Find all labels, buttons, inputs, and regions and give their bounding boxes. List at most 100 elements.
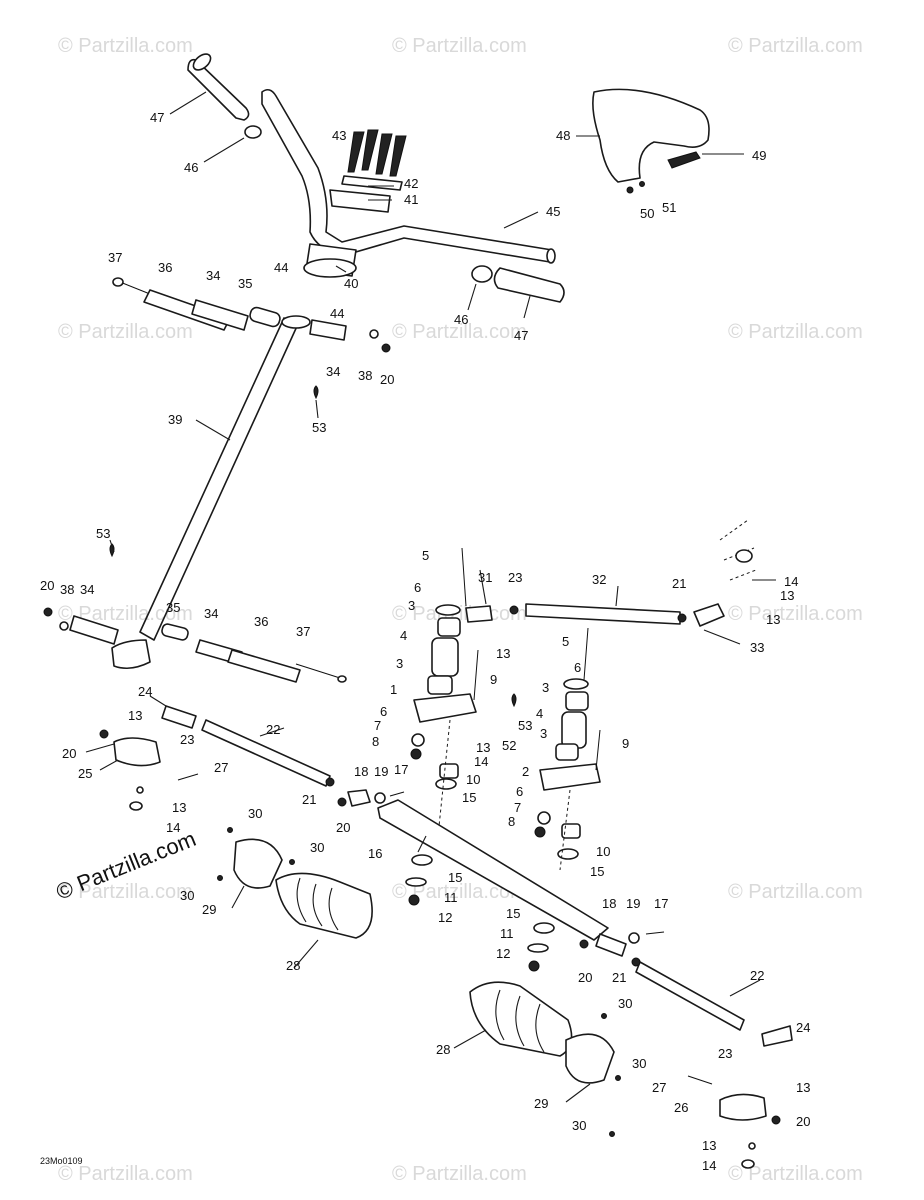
callout: 11 [444, 890, 458, 905]
watermark: © Partzilla.com [58, 1163, 193, 1185]
callout: 52 [502, 738, 516, 753]
callout: 25 [78, 766, 92, 781]
callout: 53 [312, 420, 326, 435]
bushing-3c-part [565, 691, 589, 711]
screw-50-part [626, 186, 634, 194]
callout: 46 [184, 160, 198, 175]
watermark: © Partzilla.com [392, 1163, 527, 1185]
watermark: © Partzilla.com [728, 321, 863, 343]
callout: 46 [454, 312, 468, 327]
watermark: © Partzilla.com [392, 35, 527, 57]
washer-11-part [405, 877, 427, 887]
handlebar-end-part [546, 248, 556, 264]
handguard-insert-part [667, 151, 701, 169]
link-36-lower-part [227, 649, 301, 683]
watermark: © Partzilla.com [728, 1163, 863, 1185]
washer-15c-part [411, 854, 433, 866]
bolt-head-part [112, 277, 124, 287]
callout: 14 [474, 754, 488, 769]
callout: 3 [542, 680, 549, 695]
plate-29-left-part [233, 838, 283, 889]
callout: 1 [390, 682, 397, 697]
steering-linkage-assembly [99, 519, 793, 1169]
callout: 40 [344, 276, 358, 291]
screw-30-part [217, 875, 223, 881]
callout: 8 [508, 814, 515, 829]
screw-30-part [289, 859, 295, 865]
washer-38-part [369, 329, 379, 339]
watermark: © Partzilla.com [728, 35, 863, 57]
watermark: © Partzilla.com [58, 881, 193, 903]
ball-joint-18-part [347, 789, 371, 807]
bolt-9-part [473, 649, 479, 701]
callout: 44 [274, 260, 288, 275]
nut-21b-part [631, 957, 641, 967]
bolt-27-part [177, 773, 199, 781]
nut-20b-part [579, 939, 589, 949]
callout: 15 [590, 864, 604, 879]
bolt-head-part [337, 675, 347, 683]
callout: 20 [62, 746, 76, 761]
callout: 50 [640, 206, 654, 221]
callout: 20 [40, 578, 54, 593]
callout: 6 [380, 704, 387, 719]
callout: 24 [796, 1020, 810, 1035]
tie-rod-32-part [525, 603, 681, 625]
grip-ring-part [471, 265, 493, 283]
callout: 37 [296, 624, 310, 639]
steering-column-assembly [43, 277, 391, 683]
callout: 35 [238, 276, 252, 291]
washer-38-part [59, 621, 69, 631]
callout: 47 [514, 328, 528, 343]
callout: 23 [508, 570, 522, 585]
spacer-35-lower-part [161, 623, 189, 641]
callout: 30 [618, 996, 632, 1011]
callout: 28 [436, 1042, 450, 1057]
callout: 42 [404, 176, 418, 191]
bushing-3-part [437, 617, 461, 637]
callout: 13 [796, 1080, 810, 1095]
callout: 47 [150, 110, 164, 125]
callout: 30 [572, 1118, 586, 1133]
callout: 43 [332, 128, 346, 143]
callout: 18 [602, 896, 616, 911]
nut-8-part [410, 748, 422, 760]
ball-joint-18b-part [595, 933, 627, 957]
callout: 31 [478, 570, 492, 585]
callout: 10 [466, 772, 480, 787]
callout: 34 [80, 582, 94, 597]
callout: 15 [462, 790, 476, 805]
bushing-10b-part [561, 823, 581, 839]
boot-ribs [296, 877, 339, 931]
nut-20-left-part [99, 729, 109, 739]
nut-51-part [639, 181, 645, 187]
bolt-5b-part [583, 627, 589, 681]
washer-15-part [435, 778, 457, 790]
callout: 20 [578, 970, 592, 985]
callout: 7 [374, 718, 381, 733]
watermark: © Partzilla.com [392, 321, 527, 343]
callout: 14 [702, 1158, 716, 1173]
watermark-layer: © Partzilla.com © Partzilla.com © Partzi… [58, 35, 863, 1185]
screw-30-part [227, 827, 233, 833]
boot-ribs [495, 989, 545, 1053]
crossbar-16-part [377, 799, 609, 941]
grip-left-part [187, 58, 250, 121]
screw-30-part [615, 1075, 621, 1081]
callout: 6 [516, 784, 523, 799]
callout: 4 [536, 706, 543, 721]
washer-15d-part [533, 922, 555, 934]
bushing-3b-part [427, 675, 453, 695]
drawing-code: 23Mo0109 [40, 1156, 83, 1166]
nut-20-part [381, 343, 391, 353]
watermark: © Partzilla.com [392, 603, 527, 625]
callout: 13 [172, 800, 186, 815]
sleeve-4-part [431, 637, 459, 677]
bolt-17-part [389, 791, 405, 797]
callout: 13 [702, 1138, 716, 1153]
washer-11b-part [527, 943, 549, 953]
callout: 49 [752, 148, 766, 163]
tie-rod-22-left-part [201, 719, 331, 787]
callout: 13 [780, 588, 794, 603]
callout: 38 [60, 582, 74, 597]
